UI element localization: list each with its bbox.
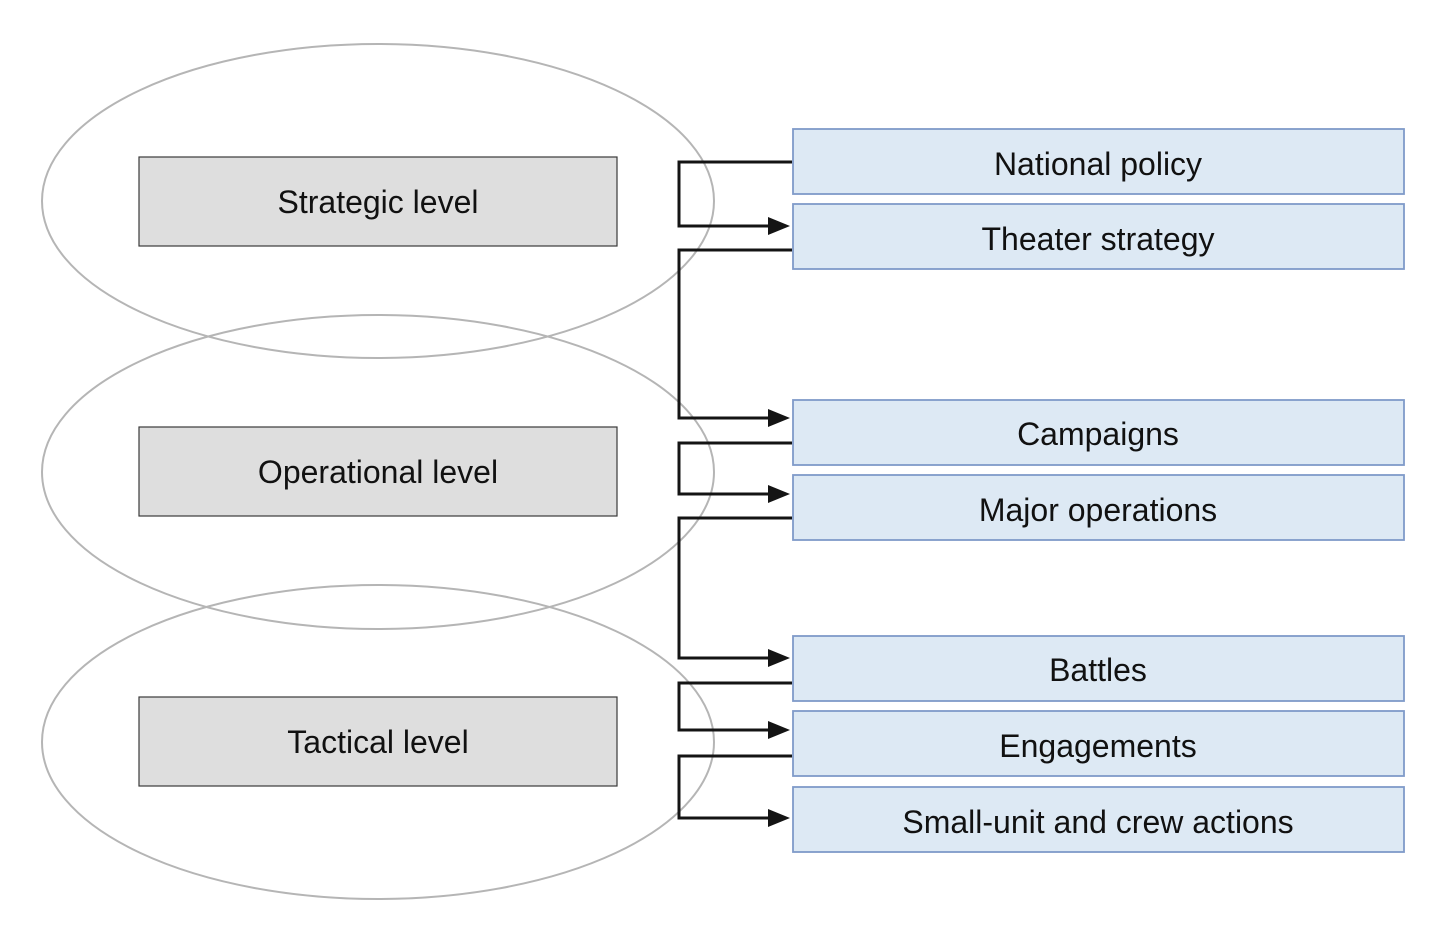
item-box-small-unit-actions: Small-unit and crew actions	[792, 786, 1405, 853]
operational-ellipse	[41, 314, 715, 630]
item-box-national-policy: National policy	[792, 128, 1405, 195]
item-label-engagements: Engagements	[999, 728, 1196, 764]
item-box-theater-strategy: Theater strategy	[792, 203, 1405, 270]
item-label-small-unit-actions: Small-unit and crew actions	[902, 804, 1293, 840]
tactical-ellipse	[41, 584, 715, 900]
item-box-battles: Battles	[792, 635, 1405, 702]
arrowhead-icon	[768, 649, 790, 667]
level-label-strategic: Strategic level	[278, 184, 479, 220]
connector-campaigns-to-major-operations	[677, 441, 792, 503]
level-box-strategic: Strategic level	[138, 156, 618, 247]
item-box-campaigns: Campaigns	[792, 399, 1405, 466]
connector-theater-to-campaigns	[677, 248, 792, 427]
connector-national-to-theater	[677, 160, 792, 235]
arrowhead-icon	[768, 485, 790, 503]
level-label-tactical: Tactical level	[287, 724, 468, 760]
level-label-operational: Operational level	[258, 454, 498, 490]
item-label-national-policy: National policy	[994, 146, 1202, 182]
connector-engagements-to-small-unit	[677, 754, 792, 827]
arrowhead-icon	[768, 217, 790, 235]
level-box-tactical: Tactical level	[138, 696, 618, 787]
arrowhead-icon	[768, 409, 790, 427]
item-box-major-operations: Major operations	[792, 474, 1405, 541]
item-label-theater-strategy: Theater strategy	[982, 221, 1215, 257]
connector-major-operations-to-battles	[677, 516, 792, 667]
item-label-battles: Battles	[1049, 652, 1147, 688]
strategic-ellipse	[41, 43, 715, 359]
level-box-operational: Operational level	[138, 426, 618, 517]
arrowhead-icon	[768, 809, 790, 827]
item-label-major-operations: Major operations	[979, 492, 1217, 528]
arrowhead-icon	[768, 721, 790, 739]
item-box-engagements: Engagements	[792, 710, 1405, 777]
item-label-campaigns: Campaigns	[1017, 416, 1179, 452]
connector-battles-to-engagements	[677, 681, 792, 739]
